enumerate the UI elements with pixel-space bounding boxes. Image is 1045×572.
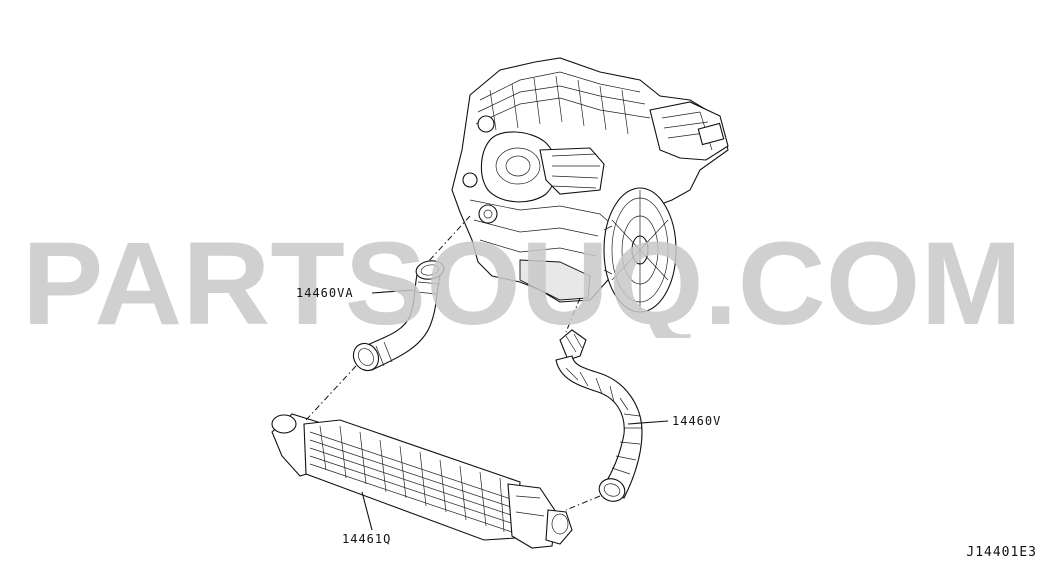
- label-hose-lower[interactable]: 14460V: [672, 414, 722, 428]
- watermark: PARTSOUQ.COM: [22, 218, 1022, 350]
- hose-upper-14460va[interactable]: [349, 259, 446, 375]
- diagram-code: J14401E3: [966, 545, 1037, 560]
- label-intercooler[interactable]: 14461Q: [342, 532, 392, 546]
- label-hose-upper[interactable]: 14460VA: [296, 286, 354, 300]
- intercooler-14461q[interactable]: [271, 413, 573, 549]
- engine-assembly[interactable]: [451, 57, 729, 313]
- connection-lines: [305, 215, 601, 511]
- leader-lines: [361, 289, 669, 531]
- hose-lower-14460v[interactable]: [555, 329, 643, 505]
- watermark-text: PARTSOUQ.COM: [22, 228, 1022, 338]
